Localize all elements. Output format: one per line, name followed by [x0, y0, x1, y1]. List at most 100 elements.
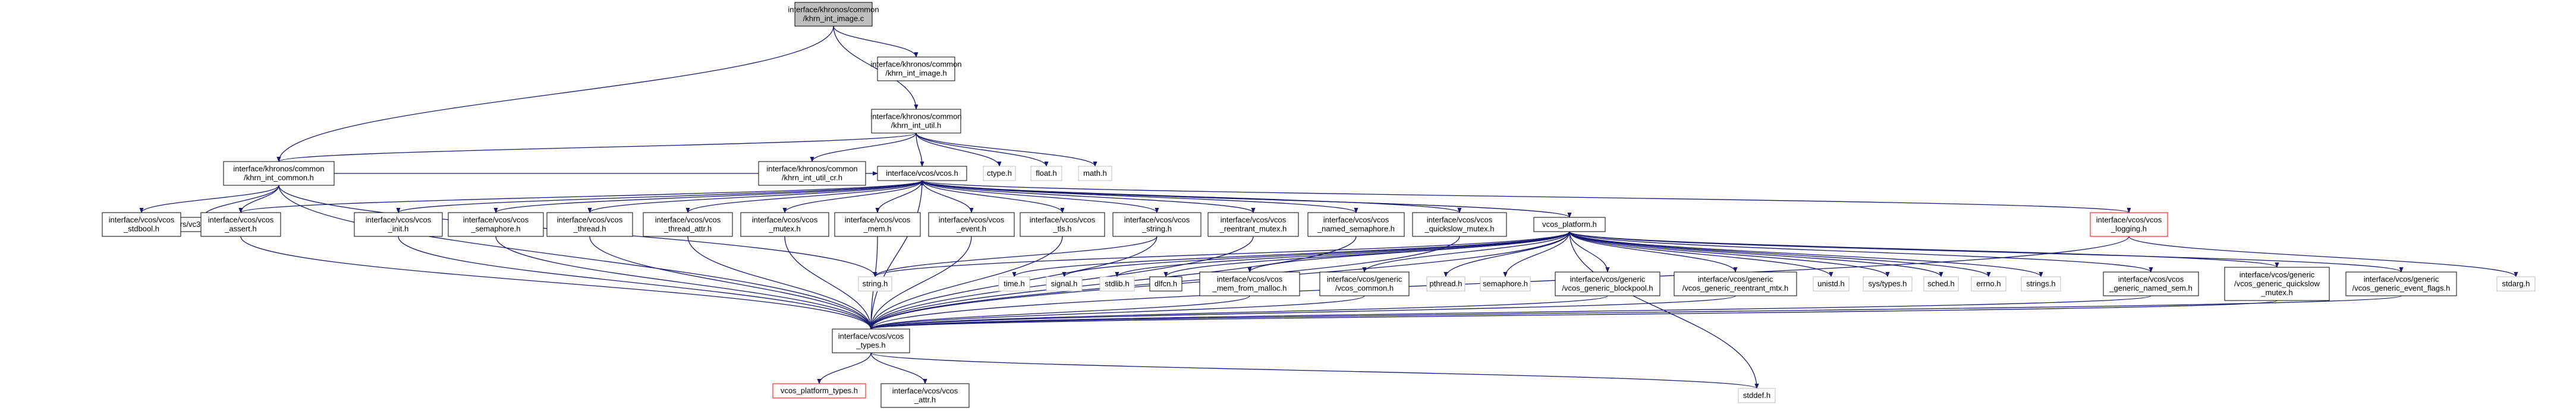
node-blockpool-h[interactable]: interface/vcos/generic/vcos_generic_bloc…	[1555, 271, 1660, 296]
node-label: /vcos_generic_quickslow	[2234, 279, 2320, 288]
node-thread-attr-h[interactable]: interface/vcos/vcos_thread_attr.h	[643, 212, 733, 237]
node-box	[1078, 166, 1112, 181]
node-label: interface/vcos/vcos.h	[886, 169, 958, 178]
node-gen-named-sem-h[interactable]: interface/vcos/vcos_generic_named_sem.h	[2103, 271, 2199, 296]
node-generic-common-h[interactable]: interface/vcos/generic/vcos_common.h	[1319, 271, 1410, 296]
include-edge	[782, 180, 923, 213]
node-quickslow-h[interactable]: interface/vcos/vcos_quickslow_mutex.h	[1412, 212, 1507, 237]
node-label: _logging.h	[2111, 225, 2147, 233]
node-gen-reentrant-h[interactable]: interface/vcos/generic/vcos_generic_reen…	[1674, 271, 1797, 296]
node-signal-h: signal.h	[1046, 276, 1083, 292]
node-time-h: time.h	[998, 276, 1030, 292]
include-edge	[1569, 231, 2404, 273]
node-box	[794, 2, 873, 27]
node-stdbool-h[interactable]: interface/vcos/vcos_stdbool.h	[102, 212, 181, 237]
node-label: /vcos_common.h	[1335, 284, 1394, 293]
node-string-v[interactable]: interface/vcos/vcos_string.h	[1112, 212, 1201, 237]
include-edge	[240, 236, 873, 330]
node-dlfcn-h[interactable]: dlfcn.h	[1149, 276, 1182, 292]
node-thread-h[interactable]: interface/vcos/vcos_thread.h	[546, 212, 633, 237]
node-label: /vcos_generic_reentrant_mtx.h	[1682, 284, 1788, 293]
node-box	[2496, 276, 2536, 292]
node-label: interface/vcos/vcos	[1323, 216, 1389, 225]
include-edge	[1115, 231, 1570, 277]
node-label: /khrn_int_image.h	[885, 69, 946, 78]
node-box	[1426, 276, 1465, 292]
node-label: interface/vcos/vcos	[557, 216, 623, 225]
include-edge	[869, 236, 1063, 330]
node-label: _assert.h	[224, 225, 256, 233]
node-label: _init.h	[388, 225, 409, 233]
node-label: stddef.h	[1743, 391, 1770, 400]
node-platform-h[interactable]: vcos_platform.h	[1533, 217, 1606, 232]
include-edge	[869, 295, 1608, 330]
node-box	[832, 328, 910, 353]
node-box	[1412, 212, 1507, 237]
node-box	[1533, 217, 1606, 232]
node-platform-types-h[interactable]: vcos_platform_types.h	[772, 383, 866, 399]
node-vcos-h[interactable]: interface/vcos/vcos.h	[877, 166, 967, 181]
node-stdlib-h: stdlib.h	[1099, 276, 1135, 292]
include-edge	[921, 180, 1065, 213]
node-util-cr-h[interactable]: interface/khronos/common/khrn_int_util_c…	[758, 161, 866, 186]
node-types-h[interactable]: interface/vcos/vcos_types.h	[832, 328, 910, 353]
node-mem-h[interactable]: interface/vcos/vcos_mem.h	[834, 212, 921, 237]
node-box	[546, 212, 633, 237]
include-edge	[493, 180, 923, 213]
node-box	[2224, 267, 2330, 301]
include-edge	[833, 26, 919, 58]
include-edge	[1503, 231, 1570, 277]
node-gen-event-flags-h[interactable]: interface/vcos/generic/vcos_generic_even…	[2345, 271, 2457, 296]
node-mutex-h[interactable]: interface/vcos/vcos_mutex.h	[740, 212, 829, 237]
node-box	[1099, 276, 1135, 292]
include-edge	[1569, 231, 2043, 277]
node-event-h[interactable]: interface/vcos/vcos_event.h	[928, 212, 1015, 237]
node-common-h[interactable]: interface/khronos/common/khrn_int_common…	[223, 161, 335, 186]
node-label: string.h	[863, 279, 888, 288]
include-edge	[873, 236, 1158, 277]
include-edge	[398, 236, 873, 330]
node-logging-h[interactable]: interface/vcos/vcos_logging.h	[2090, 212, 2168, 237]
node-label: interface/vcos/vcos	[939, 216, 1005, 225]
node-label: _stdbool.h	[123, 225, 159, 233]
node-box	[1674, 271, 1797, 296]
node-box	[1863, 276, 1913, 292]
include-edge	[1247, 231, 1570, 273]
node-label: _tls.h	[1052, 225, 1071, 233]
node-root[interactable]: interface/khronos/common/khrn_int_image.…	[788, 2, 879, 27]
node-semaphore-v[interactable]: interface/vcos/vcos_semaphore.h	[448, 212, 544, 237]
node-label: ctype.h	[987, 169, 1012, 178]
node-box	[880, 383, 970, 408]
node-mem-malloc-h[interactable]: interface/vcos/vcos_mem_from_malloc.h	[1199, 271, 1300, 296]
node-init-h[interactable]: interface/vcos/vcos_init.h	[354, 212, 443, 237]
include-edge	[1569, 231, 1890, 277]
node-stddef-h: stddef.h	[1738, 388, 1776, 403]
node-box	[200, 212, 281, 237]
node-assert-h[interactable]: interface/vcos/vcos_assert.h	[200, 212, 281, 237]
include-edge	[921, 180, 1358, 213]
node-box	[1199, 271, 1300, 296]
include-edge	[921, 180, 2131, 213]
node-image-h[interactable]: interface/khronos/common/khrn_int_image.…	[870, 56, 962, 81]
include-edge	[833, 26, 919, 110]
node-box	[772, 383, 866, 399]
node-label: vcos_platform_types.h	[781, 386, 858, 395]
node-label: interface/vcos/generic	[1327, 275, 1402, 284]
node-box	[1923, 276, 1959, 292]
node-label: interface/vcos/generic	[2240, 270, 2315, 279]
node-attr-h[interactable]: interface/vcos/vcos_attr.h	[880, 383, 970, 408]
node-reentrant-h[interactable]: interface/vcos/vcos_reentrant_mutex.h	[1207, 212, 1299, 237]
node-label: _mem.h	[863, 225, 892, 233]
node-label: _thread.h	[573, 225, 606, 233]
node-label: _types.h	[855, 341, 885, 350]
node-tls-h[interactable]: interface/vcos/vcos_tls.h	[1020, 212, 1105, 237]
include-edge	[869, 295, 2402, 330]
node-named-sem-h[interactable]: interface/vcos/vcos_named_semaphore.h	[1307, 212, 1405, 237]
node-gen-quickslow-h[interactable]: interface/vcos/generic/vcos_generic_quic…	[2224, 267, 2330, 301]
node-util-h[interactable]: interface/khronos/common/khrn_int_util.h	[870, 109, 962, 134]
node-label: _mutex.h	[2260, 288, 2292, 297]
node-float-h: float.h	[1030, 166, 1062, 181]
node-label: interface/vcos/generic	[2364, 275, 2439, 284]
node-math-h: math.h	[1078, 166, 1112, 181]
node-ctype-h: ctype.h	[983, 166, 1016, 181]
